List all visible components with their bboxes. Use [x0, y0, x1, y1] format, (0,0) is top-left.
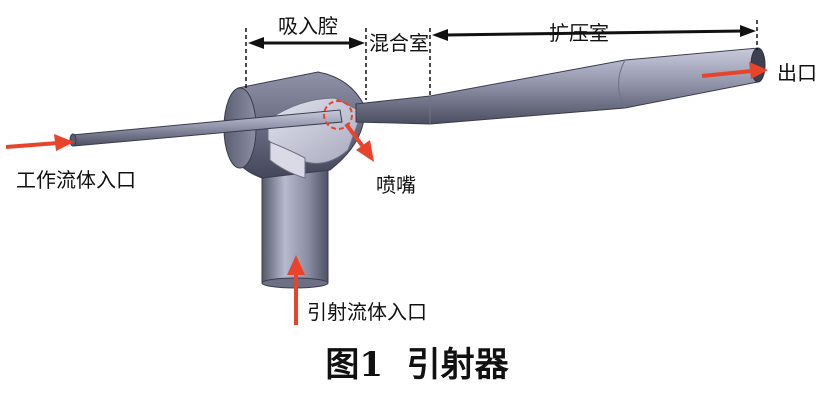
- label-working-fluid-inlet: 工作流体入口: [16, 168, 136, 192]
- label-ejected-fluid-inlet: 引射流体入口: [307, 300, 427, 324]
- working-fluid-inlet-arrow: [5, 134, 74, 151]
- label-mixing-chamber: 混合室: [369, 31, 429, 55]
- nozzle-pointer-arrow: [344, 122, 374, 162]
- label-outlet: 出口: [777, 61, 817, 85]
- ejected-fluid-inlet-arrow: [287, 255, 305, 325]
- label-nozzle: 喷嘴: [376, 173, 416, 197]
- flow-arrows: [5, 62, 768, 325]
- diffuser-dimension: [445, 29, 744, 37]
- label-suction-chamber: 吸入腔: [278, 14, 338, 38]
- figure-caption: 图1 引射器: [325, 345, 509, 385]
- mixing-and-diffuser-body: [355, 47, 766, 125]
- outlet-arrow: [701, 62, 768, 79]
- nozzle-highlight-circle: [323, 100, 353, 130]
- label-diffuser: 扩压室: [549, 21, 609, 45]
- section-dimensions: [245, 20, 758, 100]
